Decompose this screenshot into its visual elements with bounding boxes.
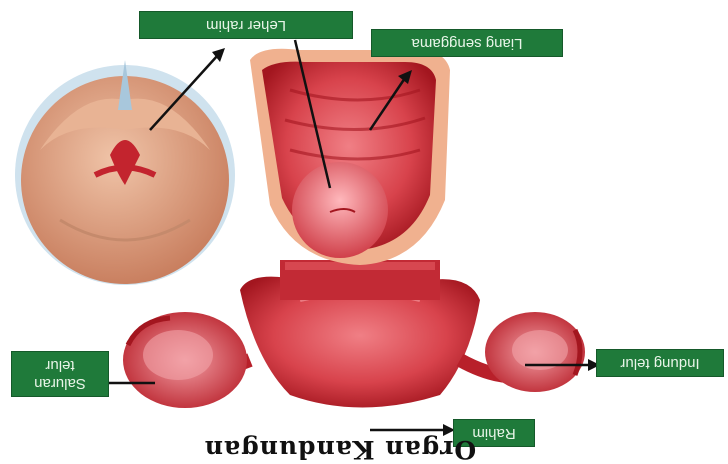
vaginal-canal bbox=[250, 49, 450, 265]
label-vaginal-wall: Liang senggama bbox=[372, 30, 562, 56]
label-fallopian-tube: Saluran telur bbox=[12, 352, 108, 396]
external-view-inset bbox=[15, 60, 235, 285]
right-ovary bbox=[460, 312, 585, 392]
figure-title: Organ Kandungan bbox=[190, 434, 490, 464]
left-ovary bbox=[123, 312, 250, 408]
uterus-body bbox=[240, 260, 480, 408]
label-cervix-top: Leher rahim bbox=[140, 12, 352, 38]
label-ovary: Indung telur bbox=[597, 350, 723, 376]
